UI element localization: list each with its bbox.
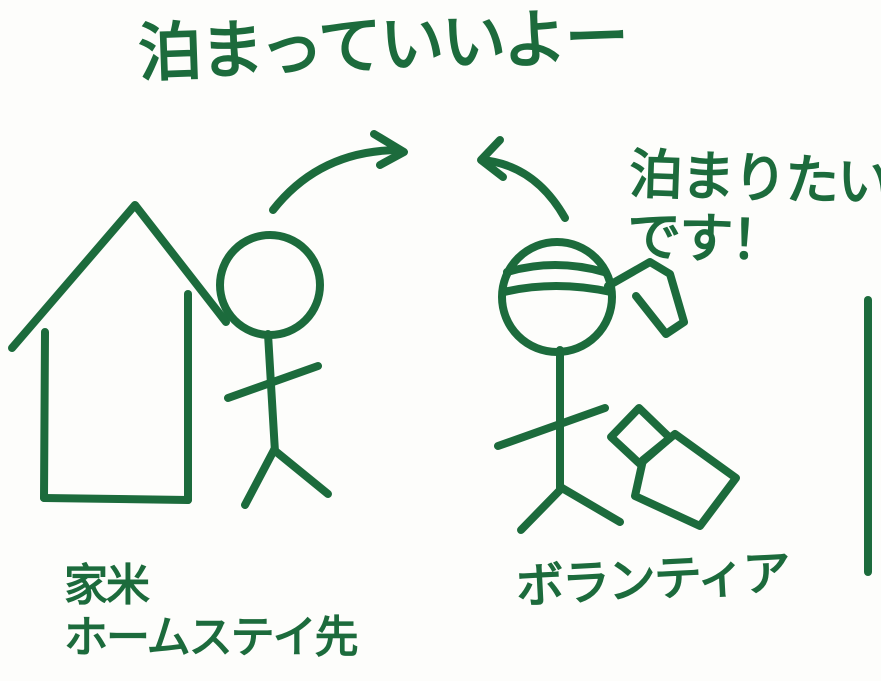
volunteer-arrow bbox=[477, 136, 569, 222]
house-floor bbox=[40, 494, 192, 504]
host-figure bbox=[216, 231, 332, 509]
volunteer-left-leg bbox=[517, 484, 566, 534]
volunteer-label: ボランティア bbox=[514, 544, 791, 616]
house-roof bbox=[8, 201, 230, 352]
host-label: 家米 ホームステイ先 bbox=[64, 560, 359, 664]
host-label-line1: 家米 bbox=[64, 560, 150, 611]
house-left-wall bbox=[40, 328, 49, 502]
headband-top bbox=[503, 261, 608, 276]
ponytail bbox=[604, 258, 688, 338]
volunteer-arms bbox=[494, 404, 609, 450]
host-left-leg bbox=[241, 446, 278, 509]
volunteer-figure bbox=[494, 238, 688, 534]
host-right-leg bbox=[270, 446, 332, 498]
headband-bottom bbox=[500, 282, 615, 296]
house-drawing bbox=[8, 201, 230, 504]
suitcase-body bbox=[631, 430, 740, 530]
host-arrow bbox=[269, 130, 408, 214]
volunteer-head bbox=[498, 238, 616, 356]
suitcase-handle bbox=[607, 404, 674, 468]
volunteer-right-leg bbox=[558, 484, 624, 526]
host-arms bbox=[224, 362, 322, 402]
volunteer-speech-text: 泊まりたいです！ bbox=[625, 142, 881, 273]
suitcase-drawing bbox=[607, 404, 740, 530]
host-body bbox=[264, 330, 279, 456]
host-label-line2: ホームステイ先 bbox=[64, 611, 359, 663]
host-speech-text: 泊まっていいよー bbox=[136, 0, 629, 92]
host-head bbox=[216, 231, 324, 339]
